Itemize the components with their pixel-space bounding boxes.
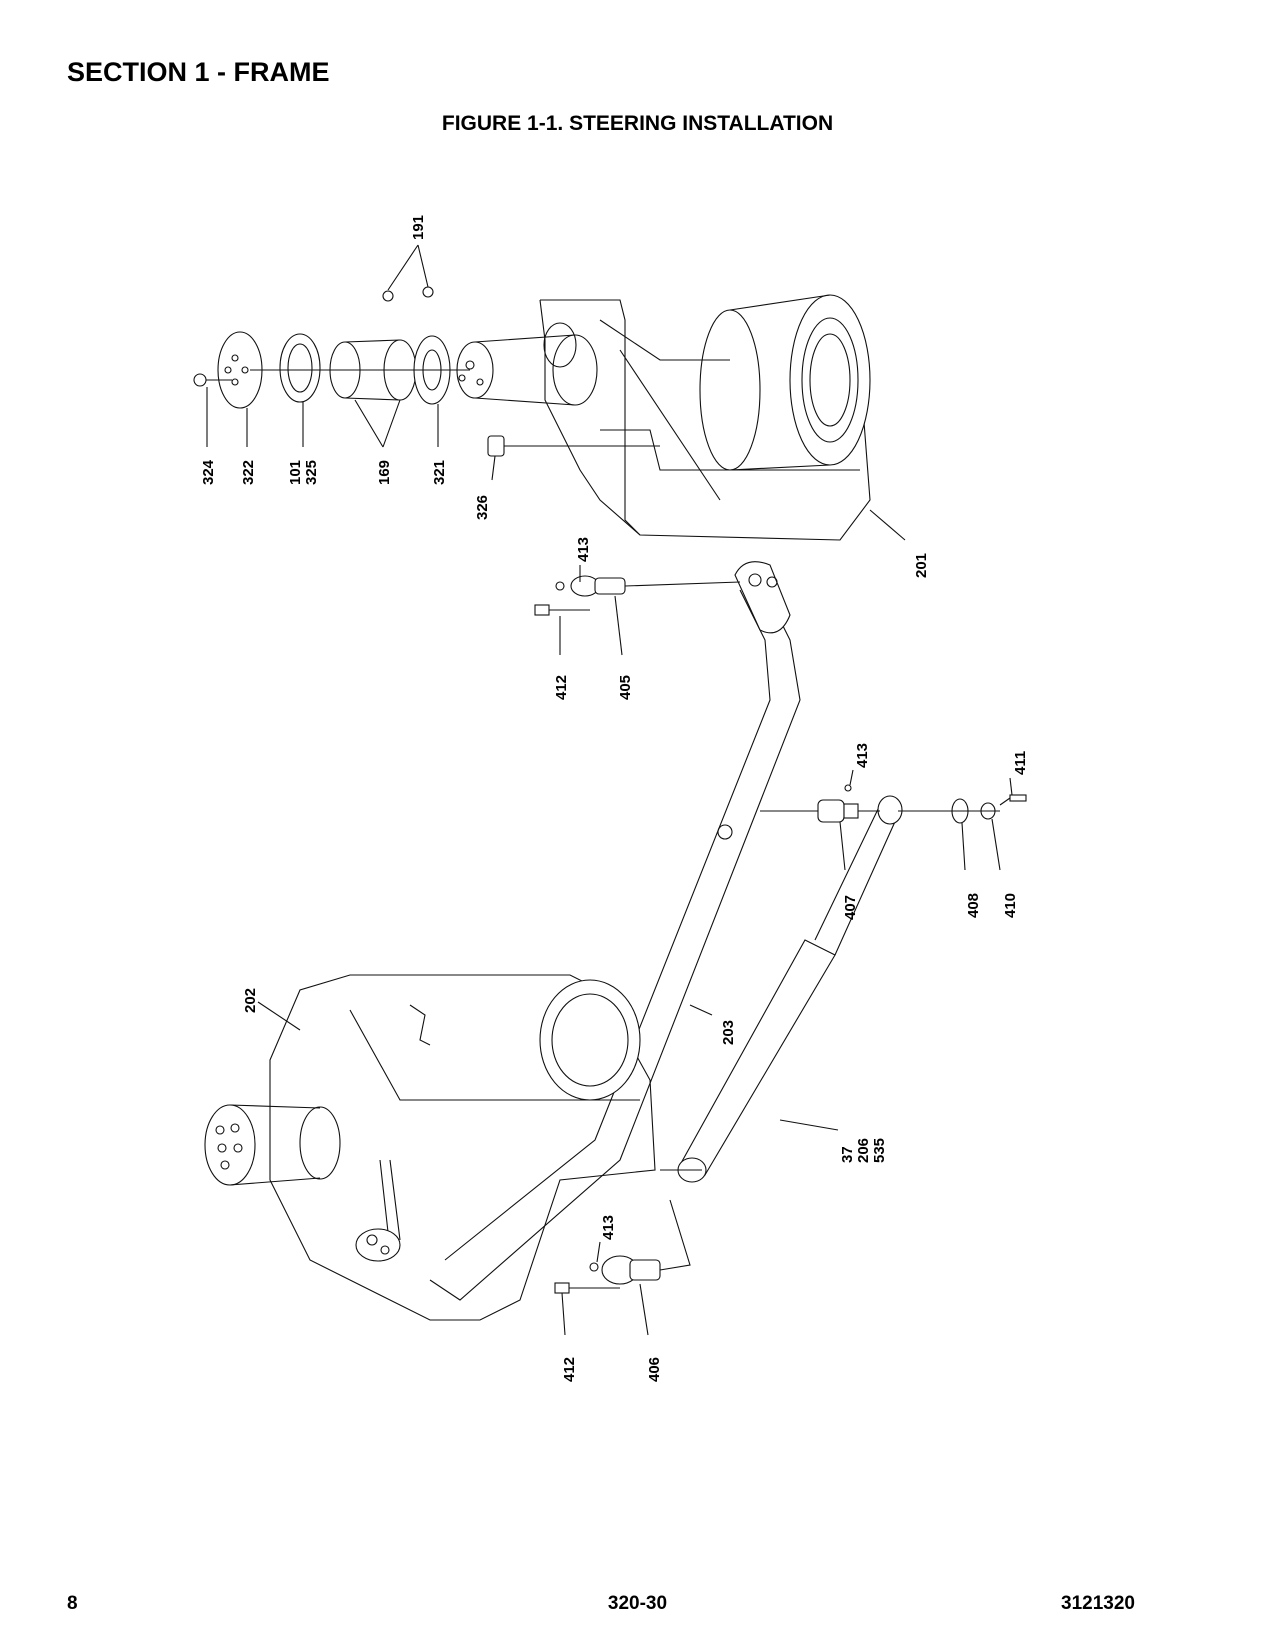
bolt-412a bbox=[534, 604, 550, 616]
callout-206: 206 bbox=[855, 1138, 872, 1163]
fitting-413c bbox=[589, 1262, 599, 1272]
bolt-412b bbox=[554, 1282, 570, 1294]
lower-spindle-part-202 bbox=[204, 974, 656, 1321]
bushing-326 bbox=[487, 435, 505, 457]
figure-title: FIGURE 1-1. STEERING INSTALLATION bbox=[441, 112, 834, 135]
callout-413c: 413 bbox=[600, 1215, 617, 1240]
callout-191: 191 bbox=[410, 215, 427, 240]
fitting-191a bbox=[382, 290, 394, 302]
callout-413b: 413 bbox=[854, 743, 871, 768]
seal-325 bbox=[279, 333, 321, 403]
leader-lines bbox=[206, 244, 1013, 1336]
callout-406: 406 bbox=[646, 1357, 663, 1382]
callout-325: 325 bbox=[303, 460, 320, 485]
callout-405: 405 bbox=[617, 675, 634, 700]
callout-203: 203 bbox=[720, 1020, 737, 1045]
fitting-413a bbox=[555, 581, 565, 591]
callout-412a: 412 bbox=[553, 675, 570, 700]
hub-components bbox=[193, 286, 660, 457]
callout-321: 321 bbox=[431, 460, 448, 485]
cylinder-end-hardware bbox=[898, 794, 1027, 824]
section-title: SECTION 1 - FRAME bbox=[67, 57, 330, 87]
callout-169: 169 bbox=[376, 460, 393, 485]
callout-101: 101 bbox=[287, 460, 304, 485]
callout-labels: 191 324 322 101 325 169 321 326 201 413 … bbox=[200, 215, 1029, 1382]
pin-406-assembly bbox=[554, 1199, 691, 1294]
model-number: 320-30 bbox=[607, 1593, 668, 1614]
callout-324: 324 bbox=[200, 459, 217, 485]
document-number: 3121320 bbox=[1061, 1593, 1135, 1614]
callout-413a: 413 bbox=[575, 537, 592, 562]
pin-405-assembly bbox=[534, 575, 741, 616]
callout-411: 411 bbox=[1012, 751, 1029, 775]
callout-410: 410 bbox=[1002, 893, 1019, 918]
fitting-413b bbox=[844, 784, 852, 792]
callout-322: 322 bbox=[240, 460, 257, 485]
callout-326: 326 bbox=[474, 495, 491, 520]
callout-202: 202 bbox=[242, 988, 259, 1013]
steering-cylinder-part-37 bbox=[660, 795, 903, 1183]
callout-37: 37 bbox=[839, 1146, 856, 1163]
tie-rod-part-203 bbox=[429, 561, 801, 1301]
callout-201: 201 bbox=[913, 553, 930, 578]
upper-spindle-part-201 bbox=[456, 294, 871, 541]
callout-408: 408 bbox=[965, 893, 982, 918]
cotter-pin-411 bbox=[1009, 794, 1027, 802]
pin-407-assembly bbox=[760, 784, 880, 823]
callout-407: 407 bbox=[842, 895, 859, 920]
page-number: 8 bbox=[67, 1593, 78, 1614]
bolt-324 bbox=[193, 373, 207, 387]
fitting-191b bbox=[422, 286, 434, 298]
callout-535: 535 bbox=[871, 1138, 888, 1163]
callout-412b: 412 bbox=[561, 1357, 578, 1382]
